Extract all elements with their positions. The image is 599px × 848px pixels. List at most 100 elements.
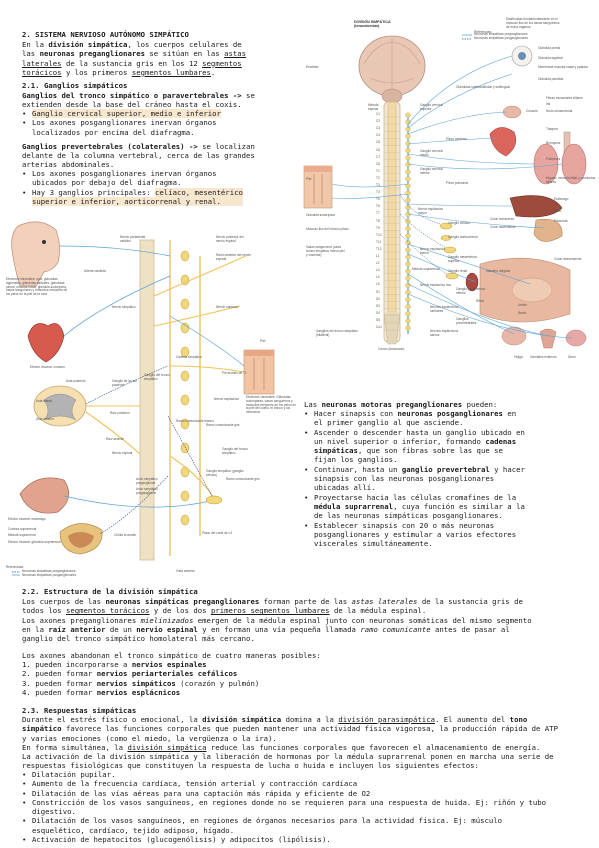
text-run: en bbox=[502, 409, 517, 418]
right-organ-label: Membrana mucosa nasal y paladar bbox=[538, 65, 588, 69]
trunk-ganglion bbox=[405, 162, 411, 168]
segment-label: C6 bbox=[376, 147, 381, 152]
segment-ticks bbox=[384, 116, 400, 331]
text-run: de la sustancia gris en los 12 bbox=[61, 58, 203, 68]
left-organ-label: Ganglios del tronco simpático (bilateral… bbox=[316, 329, 358, 337]
legend-post: Neuronas simpáticas posganglionares bbox=[22, 573, 77, 577]
chain-ganglion bbox=[180, 250, 190, 262]
bottom-label: Plano del corte de L4 bbox=[202, 531, 233, 535]
text-run: simpáticas bbox=[314, 446, 358, 456]
chain-ganglion bbox=[180, 490, 190, 502]
list-item: 2. pueden formar nervios periarteriales … bbox=[22, 669, 259, 678]
right-organ-label: Útero bbox=[568, 355, 576, 359]
bullet-dot: • bbox=[22, 169, 27, 178]
text-run: . El aumento del bbox=[434, 715, 510, 724]
right-organ-label: Genitales externos bbox=[530, 355, 557, 359]
text-run: fijan los ganglios. bbox=[314, 455, 398, 465]
text-run: las bbox=[22, 49, 40, 59]
left-organ-label: Encéfalo bbox=[306, 65, 319, 69]
text-line: Establecer sinapsis con 20 o más neurona… bbox=[314, 521, 516, 530]
section-2-2-heading: 2.2. Estructura de la división simpática bbox=[22, 587, 198, 596]
text-run: y en forman una vía pequeña llamada bbox=[197, 624, 361, 634]
skin-label: Ramo comunicante gris bbox=[226, 477, 260, 481]
bullet-item: •Los axones posganglionares inervan órga… bbox=[22, 169, 243, 188]
skin-illustration bbox=[243, 349, 275, 395]
segment-label: T11 bbox=[376, 239, 382, 244]
text-run: de un bbox=[105, 624, 137, 634]
bullet-body: Continuar, hasta un ganglio prevertebral… bbox=[314, 465, 525, 493]
spinal-label: Asta lateral bbox=[36, 399, 52, 403]
text-run: forman parte de las bbox=[259, 597, 352, 606]
list-number: 2. bbox=[22, 669, 36, 679]
text-run: todos los bbox=[22, 606, 66, 616]
text-run: Proyectarse hacia las células cromafines… bbox=[314, 492, 517, 502]
segment-label: T10 bbox=[376, 232, 382, 237]
trunk-ganglion bbox=[405, 112, 411, 118]
segment-label: T7 bbox=[376, 211, 380, 216]
text-run: nervios periarteriales cefálicos bbox=[96, 669, 238, 679]
text-line: las neuronas preganglionares se sitúan e… bbox=[22, 49, 246, 58]
list-number: 3. bbox=[22, 678, 36, 688]
trunk-ganglion bbox=[405, 261, 411, 267]
text-run: astas bbox=[224, 49, 247, 59]
motoras-list: •Hacer sinapsis con neuronas posganglion… bbox=[304, 409, 525, 548]
right-organ-label: Nodo sinoauricular bbox=[546, 109, 573, 113]
bullet-body: Dilatación pupilar. bbox=[32, 770, 115, 779]
prevertebral-bullets: •Los axones posganglionares inervan órga… bbox=[22, 169, 243, 207]
text-run: Continuar, hasta un bbox=[314, 464, 402, 474]
spinal-label: Ganglio del tronco simpático bbox=[144, 373, 170, 381]
bullet-body: Proyectarse hacia las células cromafines… bbox=[314, 493, 525, 521]
segment-label: C8 bbox=[376, 161, 381, 166]
text-run: emergen de la médula espinal junto con n… bbox=[193, 615, 532, 625]
right-organ-label: Riñón bbox=[476, 299, 485, 303]
bullet-line: esquelético, cardíaco, tejido adiposo, h… bbox=[32, 825, 235, 835]
text-run: celíaco, mesentérico bbox=[155, 187, 243, 197]
text-run: neuronas posganglionares bbox=[397, 409, 503, 418]
text-run: favorece las funciones corporales que pu… bbox=[61, 724, 558, 734]
text-line: y varias emociones (como el miedo, la ve… bbox=[22, 734, 558, 743]
text-line: En forma simultánea, la división simpáti… bbox=[22, 743, 558, 752]
text-run: y varias emociones (como el miedo, la ve… bbox=[22, 733, 277, 743]
bullet-line: Aumento de la frecuencia cardíaca, tensi… bbox=[32, 779, 358, 789]
text-run: Durante el estrés físico o emocional, la bbox=[22, 715, 203, 724]
section-2-intro: En la división simpática, los cuerpos ce… bbox=[22, 40, 246, 77]
bullet-item: •Continuar, hasta un ganglio prevertebra… bbox=[304, 465, 525, 493]
text-run: un nivel superior o inferior, formando bbox=[314, 436, 486, 446]
tronco-bullets: •Ganglio cervical superior, medio e infe… bbox=[22, 109, 221, 137]
segment-label: S3 bbox=[376, 303, 380, 308]
ganglion-label: Médula suprarrenal bbox=[412, 267, 440, 271]
text-line: en la raíz anterior de un nervio espinal… bbox=[22, 625, 532, 634]
text-line: el primer ganglio al que asciende. bbox=[314, 418, 516, 427]
chain-ganglion bbox=[180, 418, 190, 430]
ganglion-label: Ganglios prevertebrales bbox=[456, 317, 477, 325]
section-2-2-ways: Los axones abandonan el tronco simpático… bbox=[22, 651, 321, 660]
text-run: cadenas bbox=[485, 436, 517, 446]
bullet-body: Aumento de la frecuencia cardíaca, tensi… bbox=[32, 779, 357, 788]
list-number: 4. bbox=[22, 687, 36, 697]
bullet-item: •Dilatación pupilar. bbox=[22, 770, 546, 779]
chain-ganglion bbox=[180, 394, 190, 406]
segment-label: C4 bbox=[376, 133, 381, 138]
bullet-dot: • bbox=[22, 118, 27, 128]
text-run: de la sustancia gris de bbox=[417, 597, 523, 606]
text-line: respuestas fisiológicas que constituyen … bbox=[22, 761, 558, 770]
text-run: respuestas fisiológicas que constituyen … bbox=[22, 761, 479, 771]
bullet-dot: • bbox=[22, 187, 27, 197]
text-run: en la bbox=[22, 624, 49, 634]
bullet-dot: • bbox=[22, 835, 27, 845]
bullet-dot: • bbox=[304, 492, 309, 502]
bullet-dot: • bbox=[22, 779, 27, 789]
bullet-item: • Aumento de la frecuencia cardíaca, tens… bbox=[22, 779, 546, 788]
trunk-ganglion bbox=[405, 148, 411, 153]
text-run: raíz anterior bbox=[48, 624, 106, 634]
sympathetic-division-diagram bbox=[303, 34, 587, 349]
segment-label: C3 bbox=[376, 126, 381, 131]
nerve-label: Nervio simpático bbox=[112, 305, 136, 309]
text-line: ubicadas allí. bbox=[314, 483, 525, 492]
segment-label: T12 bbox=[376, 246, 382, 251]
right-organ-label: Intestino delgado bbox=[486, 269, 511, 273]
spinal-column bbox=[383, 101, 401, 345]
text-run: . bbox=[210, 67, 216, 77]
postganglionic-fibers bbox=[59, 245, 245, 508]
